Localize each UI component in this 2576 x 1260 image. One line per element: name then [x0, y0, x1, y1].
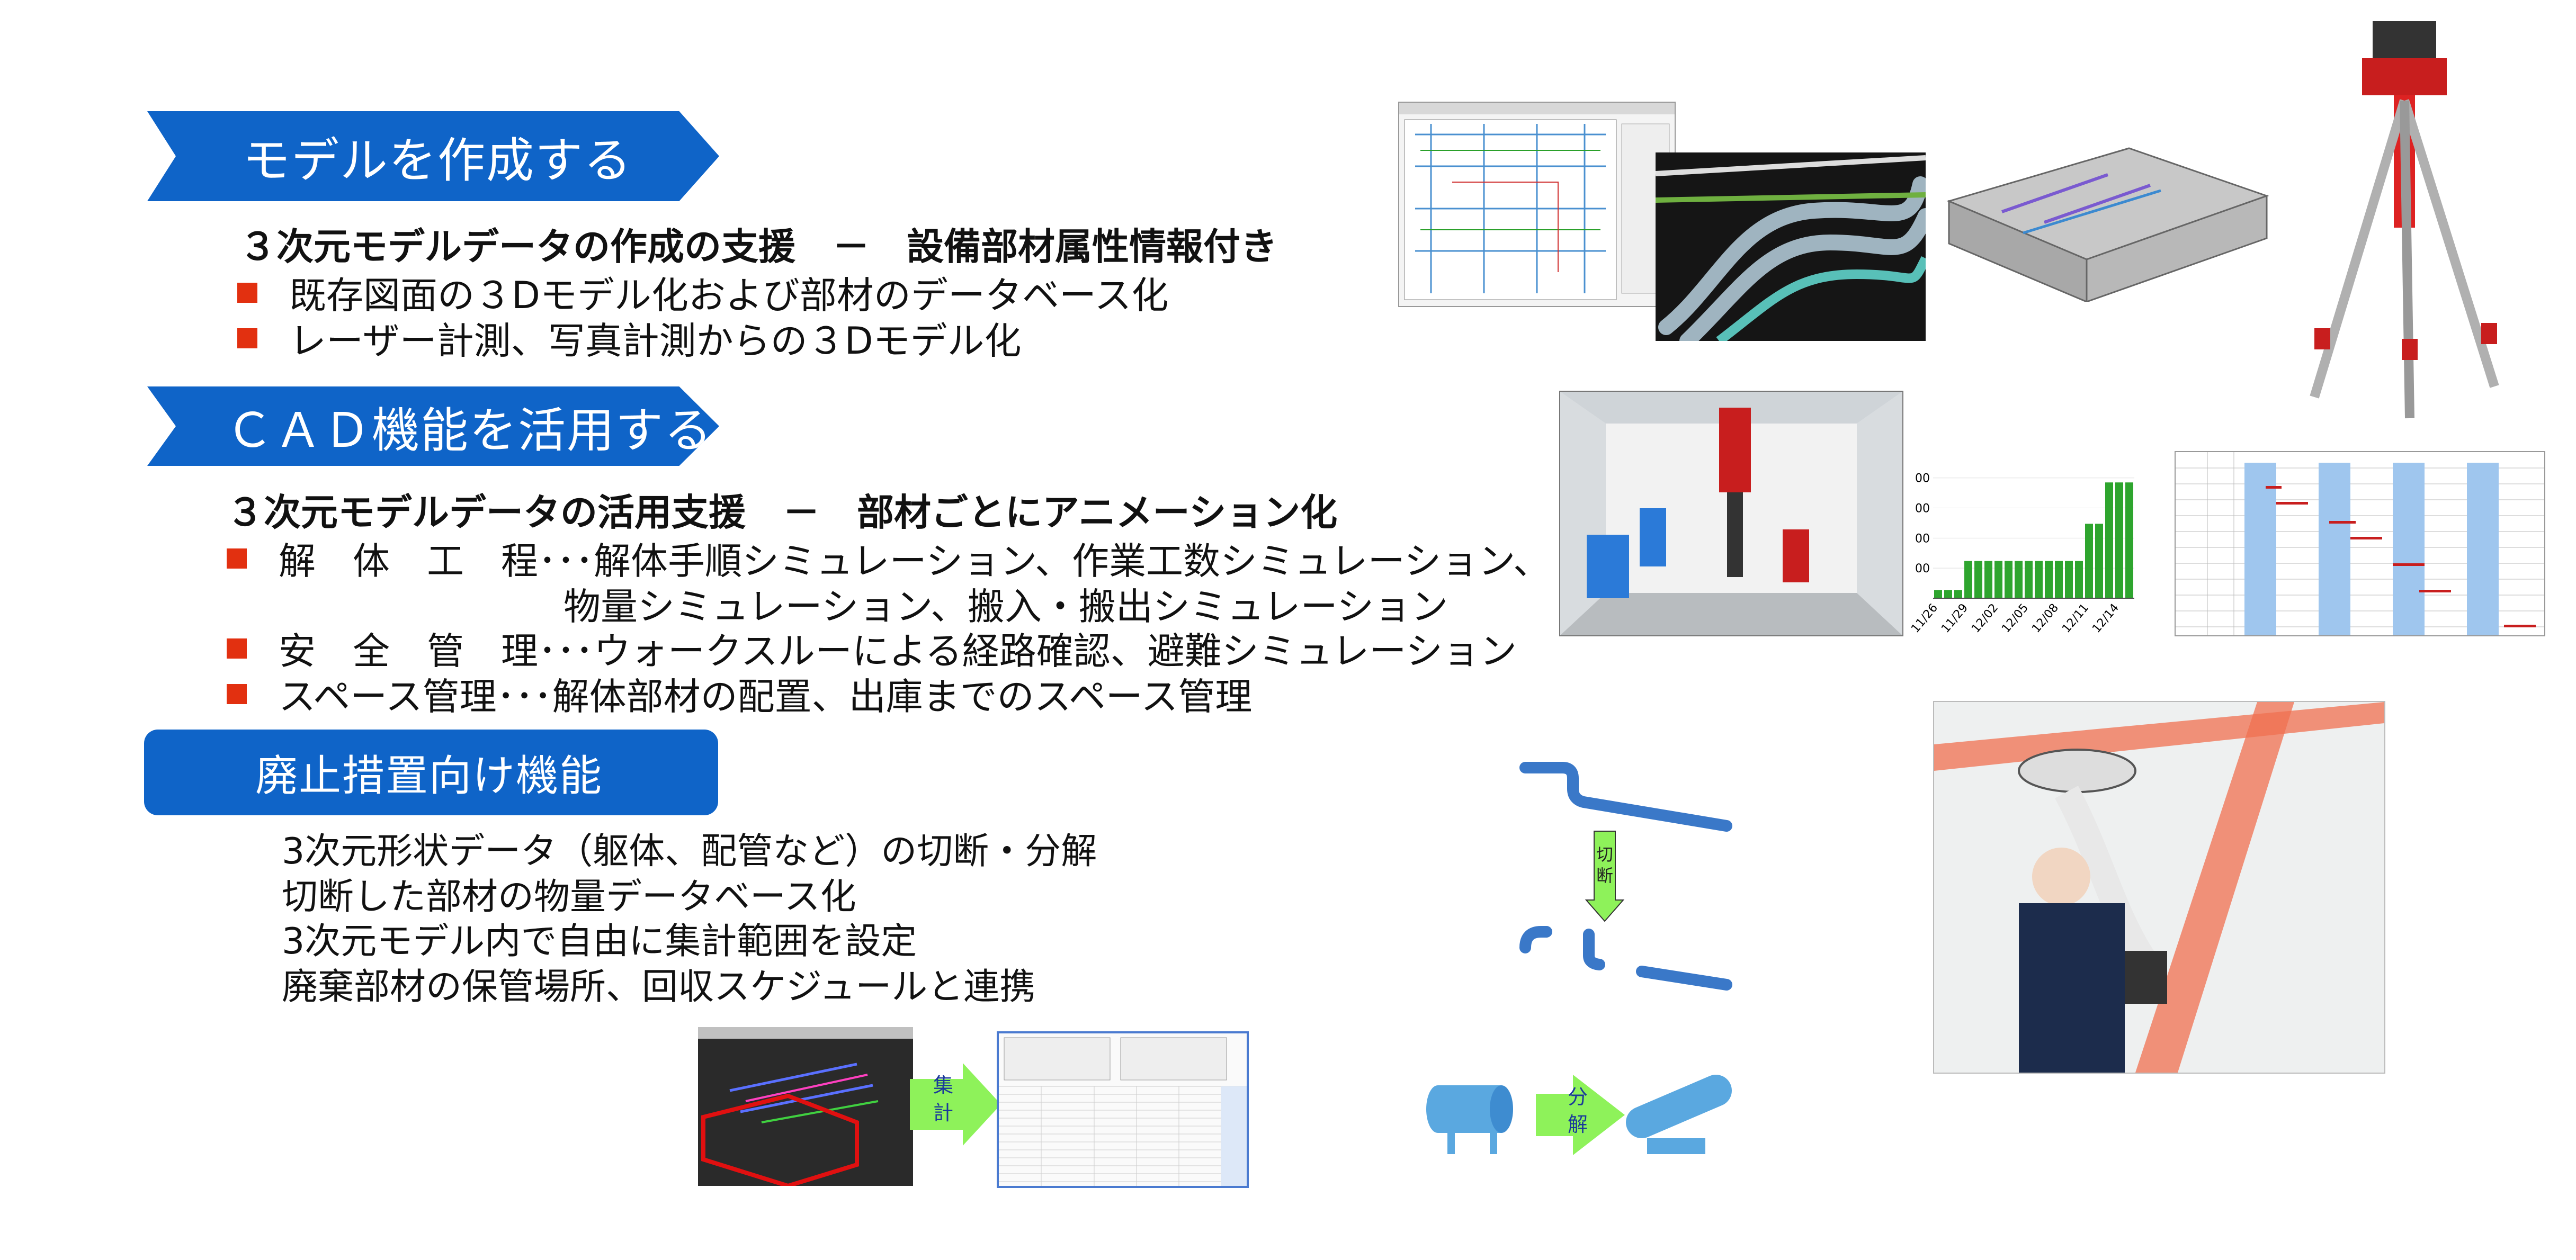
aggregate-arrow: 集計 — [910, 1063, 1001, 1146]
section3-line-4: 廃棄部材の保管場所、回収スケジュールと連携 — [282, 966, 1036, 1008]
bullet-square-icon — [237, 282, 257, 303]
section1-bullet-2: レーザー計測、写真計測からの３Dモデル化 — [237, 311, 1022, 365]
bar-11/26 — [1934, 590, 1942, 598]
x-tick-label: 12/05 — [1999, 601, 2031, 636]
bar-12/05 — [2025, 561, 2033, 598]
y-tick-label: 00 — [1915, 472, 1930, 485]
bullet-text: 物量シミュレーション、搬入・搬出シミュレーション — [564, 585, 1448, 628]
bar-12/02 — [1994, 561, 2002, 598]
section2-bullet-3: スペース管理･･･解体部材の配置、出庫までのスペース管理 — [227, 667, 1252, 721]
y-tick-label: 00 — [1915, 532, 1930, 545]
gantt-schedule-image — [2175, 451, 2545, 636]
cut-label-2: 断 — [1596, 866, 1613, 886]
lift-simulation-image — [1559, 391, 1903, 636]
pipe-cut-diagram: 切 断 — [1515, 752, 1742, 1006]
wearable-scanner-photo — [1933, 701, 2385, 1074]
bar-12/09 — [2065, 561, 2073, 598]
x-tick-label: 11/26 — [1909, 601, 1940, 636]
bullet-text: 安 全 管 理･･･ウォークスルーによる経路確認、避難シミュレーション — [279, 629, 1517, 673]
bar-11/27 — [1944, 590, 1952, 598]
aggregate-table-image — [997, 1031, 1249, 1188]
bar-12/08 — [2055, 561, 2063, 598]
section1-subhead: ３次元モデルデータの作成の支援 － 設備部材属性情報付き — [239, 225, 1277, 268]
bar-12/04 — [2015, 561, 2023, 598]
bullet-square-icon — [227, 683, 247, 704]
bullet-text: スペース管理･･･解体部材の配置、出庫までのスペース管理 — [279, 675, 1253, 718]
aggregate-arrow-label: 集計 — [933, 1074, 954, 1124]
bar-12/01 — [1984, 561, 1992, 598]
section1-bullet-1: 既存図面の３Dモデル化および部材のデータベース化 — [237, 266, 1168, 319]
bar-12/07 — [2045, 561, 2053, 598]
bar-11/28 — [1954, 590, 1962, 598]
y-tick-label: 00 — [1915, 562, 1930, 575]
section2-bullet-2: 安 全 管 理･･･ウォークスルーによる経路確認、避難シミュレーション — [227, 622, 1517, 675]
section3-banner: 廃止措置向け機能 — [144, 730, 718, 815]
bar-12/11 — [2085, 524, 2093, 598]
bullet-text: 解 体 工 程･･･解体手順シミュレーション、作業工数シミュレーション、 — [279, 539, 1550, 583]
cut-label-1: 切 — [1596, 844, 1613, 865]
section2-banner: ＣＡＤ機能を活用する — [147, 386, 719, 466]
section2-subhead: ３次元モデルデータの活用支援 － 部材ごとにアニメーション化 — [227, 491, 1338, 534]
x-tick-label: 12/08 — [2029, 601, 2061, 636]
x-tick-label: 12/02 — [1969, 601, 2001, 636]
pipe-render-image — [1656, 152, 1926, 341]
y-tick-label: 00 — [1915, 502, 1930, 516]
section1-banner: モデルを作成する — [147, 111, 719, 201]
bar-12/15 — [2125, 482, 2133, 598]
bar-11/30 — [1974, 561, 1982, 598]
bullet-square-icon — [227, 548, 247, 569]
section3-line-1: 3次元形状データ（躯体、配管など）の切断・分解 — [282, 831, 1097, 872]
bar-12/13 — [2105, 482, 2113, 598]
selection-range-model-image — [698, 1027, 913, 1186]
section3-line-3: 3次元モデル内で自由に集計範囲を設定 — [282, 921, 917, 962]
cad-floorplan-image — [1398, 102, 1676, 307]
x-tick-label: 11/29 — [1939, 601, 1971, 636]
bar-12/14 — [2115, 482, 2123, 598]
section1-banner-title: モデルを作成する — [243, 133, 632, 188]
laser-scanner-tripod-image — [2293, 16, 2526, 424]
x-tick-label: 12/11 — [2060, 601, 2091, 636]
section2-banner-title: ＣＡＤ機能を活用する — [226, 403, 713, 458]
bar-12/03 — [2005, 561, 2012, 598]
section2-bullet-1: 解 体 工 程･･･解体手順シミュレーション、作業工数シミュレーション、 — [227, 532, 1550, 585]
building-model-image — [1938, 132, 2277, 302]
section3-line-2: 切断した部材の物量データベース化 — [282, 876, 856, 918]
bullet-text: 既存図面の３Dモデル化および部材のデータベース化 — [289, 274, 1169, 317]
tank-disassembly-diagram: 分解 — [1419, 1064, 1758, 1170]
disassemble-arrow-label: 分解 — [1568, 1085, 1588, 1136]
bar-chart-svg: 00 00 00 00 11/2611/2912/0212/0512/0812/1112… — [1909, 472, 2134, 636]
bar-12/10 — [2075, 561, 2083, 598]
bullet-text: レーザー計測、写真計測からの３Dモデル化 — [289, 319, 1022, 363]
bullet-square-icon — [227, 638, 247, 659]
section3-banner-title: 廃止措置向け機能 — [255, 751, 603, 800]
section2-bullet-1-cont: 物量シミュレーション、搬入・搬出シミュレーション — [564, 577, 1448, 631]
bar-11/29 — [1964, 561, 1972, 598]
bar-12/06 — [2035, 561, 2043, 598]
x-tick-label: 12/14 — [2090, 601, 2122, 636]
bullet-square-icon — [237, 328, 257, 348]
bar-12/12 — [2095, 524, 2103, 598]
